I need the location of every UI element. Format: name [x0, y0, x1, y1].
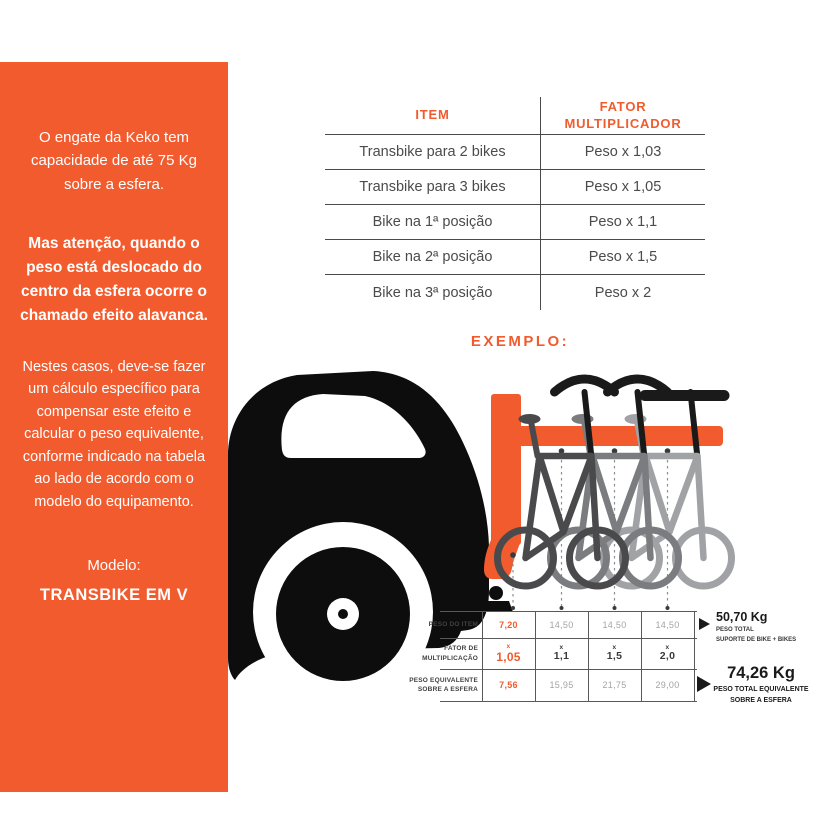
- multiply-symbol: x: [612, 643, 617, 651]
- rack-post: [491, 394, 521, 545]
- total-peso-label-line1: PESO TOTAL: [716, 627, 754, 633]
- calc-gridline: [482, 611, 483, 701]
- multiply-symbol: x: [506, 642, 511, 650]
- factor-value-cell: Peso x 1,1: [540, 205, 705, 240]
- total-equivalente-value: 74,26 Kg: [727, 664, 795, 682]
- calc-gridline: [440, 669, 697, 670]
- factor-value-cell: Peso x 1,03: [540, 135, 705, 170]
- total-peso-value: 50,70 Kg: [716, 610, 768, 624]
- factor-value-cell: Peso x 1,05: [540, 170, 705, 205]
- peso-cell: 14,50: [655, 619, 680, 630]
- hitch-rack: [484, 394, 723, 579]
- total-equivalente-block: 74,26 Kg PESO TOTAL EQUIVALENTE SOBRE A …: [710, 664, 812, 707]
- body-text: Nestes casos, deve-se fazer um cálculo e…: [22, 358, 206, 510]
- total-peso-label-line2: SUPORTE DE BIKE + BIKES: [716, 636, 797, 643]
- calc-gridline: [588, 611, 589, 701]
- equivalente-cell: 21,75: [602, 680, 627, 690]
- fator-value: 1,1: [553, 650, 570, 663]
- total-equivalente-label-line1: PESO TOTAL EQUIVALENTE: [713, 686, 809, 693]
- model-label: Modelo:: [87, 557, 141, 575]
- factor-item-cell: Bike na 1ª posição: [325, 205, 540, 240]
- calc-row-labels: PESO DO ITEM FATOR DE MULTIPLICAÇÃO PESO…: [406, 611, 478, 701]
- calc-label-peso-do-item: PESO DO ITEM: [428, 620, 478, 628]
- fator-value: 1,5: [606, 650, 623, 663]
- example-title: EXEMPLO:: [470, 333, 570, 350]
- multiply-symbol: x: [665, 643, 670, 651]
- total-peso-block: 50,70 Kg PESO TOTAL SUPORTE DE BIKE + BI…: [716, 610, 796, 645]
- equivalente-cell: 7,56: [499, 680, 518, 690]
- measure-dots: [510, 448, 671, 610]
- factor-item-cell: Bike na 3ª posição: [372, 284, 493, 301]
- hitch-base: [483, 601, 513, 612]
- total-equivalente-label: PESO TOTAL EQUIVALENTE SOBRE A ESFERA: [710, 685, 812, 707]
- model-block: Modelo: TRANSBIKE EM V: [14, 555, 214, 607]
- factor-item-cell: Bike na 2ª posição: [325, 240, 540, 275]
- multiply-symbol: x: [559, 643, 564, 651]
- car-bike-rack-illustration: [228, 371, 737, 702]
- factor-table-header-item: ITEM: [325, 97, 540, 135]
- fator-value: 2,0: [659, 650, 676, 663]
- factor-table-header-factor: FATOR MULTIPLICADOR: [540, 97, 705, 135]
- arrow-right-icon: [697, 676, 711, 692]
- factor-item-cell: Transbike para 3 bikes: [325, 170, 540, 205]
- equivalente-cell: 29,00: [655, 680, 680, 690]
- calc-gridline: [535, 611, 536, 701]
- car-silhouette: [228, 371, 513, 702]
- wheel-axle: [338, 609, 348, 619]
- fator-cell: x 1,05: [482, 638, 535, 669]
- equivalente-cell: 15,95: [549, 680, 574, 690]
- car-window: [281, 394, 426, 458]
- calc-gridline: [440, 638, 697, 639]
- bike-3-handlebar: [639, 390, 730, 401]
- calc-gridline: [440, 701, 697, 702]
- factor-table: ITEM FATOR MULTIPLICADOR Transbike para …: [325, 97, 705, 310]
- fator-cell: x 2,0: [641, 638, 694, 669]
- left-text-panel: O engate da Keko tem capacidade de até 7…: [0, 62, 228, 792]
- intro-text: O engate da Keko tem capacidade de até 7…: [31, 129, 197, 193]
- warning-text: Mas atenção, quando o peso está deslocad…: [20, 234, 208, 324]
- fator-cell: x 1,5: [588, 638, 641, 669]
- total-equivalente-label-line2: SOBRE A ESFERA: [730, 696, 792, 704]
- hitch-bracket: [463, 596, 487, 604]
- arrow-right-icon: [699, 618, 710, 630]
- total-peso-label: PESO TOTAL SUPORTE DE BIKE + BIKES: [716, 626, 796, 645]
- peso-cell: 14,50: [549, 619, 574, 630]
- rack-bar: [505, 426, 723, 446]
- calc-label-fator: FATOR DE MULTIPLICAÇÃO: [422, 645, 478, 662]
- fator-cell: x 1,1: [535, 638, 588, 669]
- hitch-ball: [489, 586, 503, 600]
- calc-gridline: [694, 611, 695, 701]
- factor-value-cell: Peso x 1,5: [540, 240, 705, 275]
- peso-cell: 14,50: [602, 619, 627, 630]
- peso-cell: 7,20: [499, 619, 518, 630]
- model-name: TRANSBIKE EM V: [39, 585, 189, 604]
- factor-item-cell: Transbike para 2 bikes: [325, 135, 540, 170]
- factor-value-cell: Peso x 2: [540, 275, 705, 310]
- rack-hook: [484, 540, 521, 579]
- fator-value: 1,05: [496, 649, 521, 664]
- calc-label-peso-equivalente: PESO EQUIVALENTE SOBRE A ESFERA: [409, 676, 478, 693]
- calc-gridline: [440, 611, 697, 612]
- calc-values-grid: 7,20 14,50 14,50 14,50 x 1,05 x 1,1 x 1,…: [482, 611, 694, 701]
- calc-gridline: [641, 611, 642, 701]
